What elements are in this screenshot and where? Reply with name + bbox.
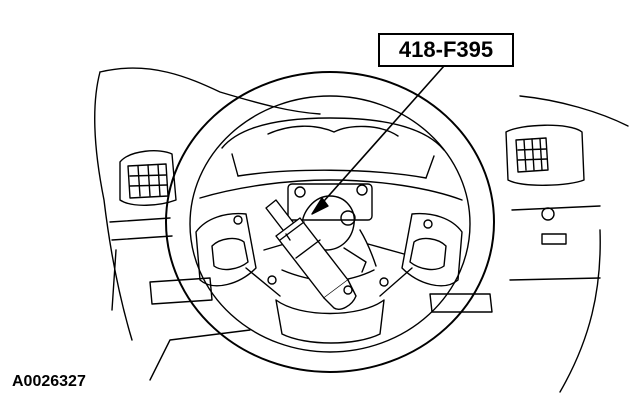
steering-wheel-spokes [195, 212, 463, 344]
instrument-cluster-hood [199, 117, 463, 201]
figure-id: A0026327 [12, 373, 86, 390]
lower-dash-panels [109, 217, 493, 313]
callout-leader [311, 65, 445, 215]
tool-callout-label: 418-F395 [378, 33, 514, 67]
steering-wheel-rim [165, 71, 495, 373]
scan-tool-connector-icon [265, 199, 357, 310]
right-air-vent [505, 124, 601, 281]
left-air-vent [119, 150, 177, 206]
dashboard-outline [94, 67, 629, 393]
